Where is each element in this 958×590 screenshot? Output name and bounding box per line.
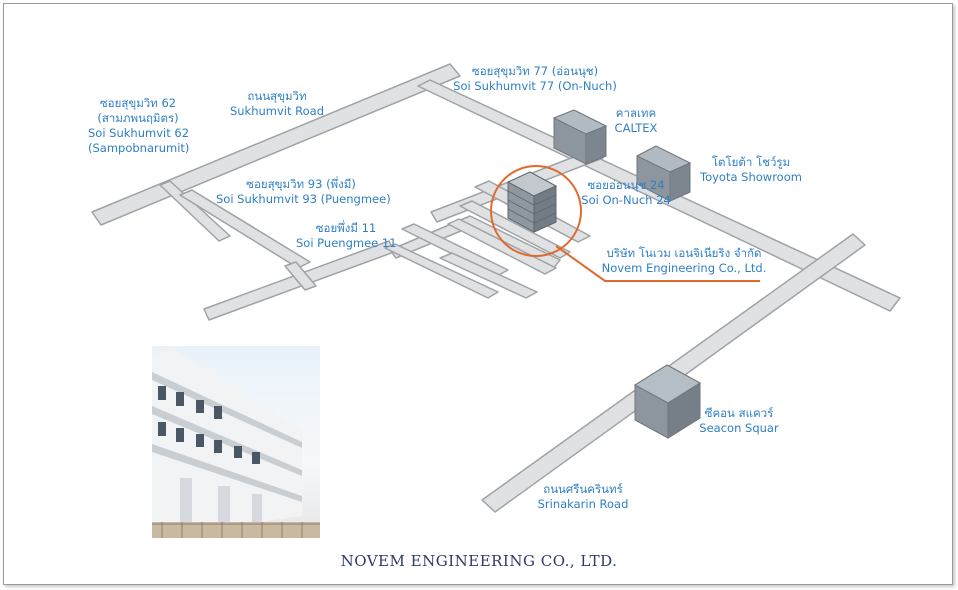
toyota-building: [635, 145, 692, 202]
road-side-3: [439, 252, 538, 299]
building-photo: [152, 346, 320, 538]
road-soi-62: [159, 180, 231, 242]
label-soi-93: ซอยสุขุมวิท 93 (พึ่งมี)Soi Sukhumvit 93 …: [216, 177, 391, 206]
novem-building: [506, 171, 558, 233]
road-connector: [284, 261, 317, 291]
label-seacon: ซีคอน สแควร์Seacon Squar: [699, 406, 779, 435]
caltex-building: [552, 109, 608, 165]
leader-line: [555, 245, 760, 282]
seacon-building: [634, 364, 701, 439]
label-srinakarin: ถนนศรีนครินทร์Srinakarin Road: [537, 482, 629, 511]
label-soi-77: ซอยสุขุมวิท 77 (อ่อนนุช)Soi Sukhumvit 77…: [453, 64, 617, 93]
location-highlight-circle: [490, 165, 582, 257]
road-sukhumvit: [91, 63, 461, 226]
company-title: NOVEM ENGINEERING CO., LTD.: [340, 552, 618, 570]
road-side-6: [447, 218, 557, 275]
label-soi-62: ซอยสุขุมวิท 62(สามภพนฤมิตร)Soi Sukhumvit…: [88, 96, 190, 155]
road-soi-93: [179, 189, 311, 269]
road-side-5: [459, 200, 571, 259]
road-soi-93-cont: [384, 243, 499, 299]
